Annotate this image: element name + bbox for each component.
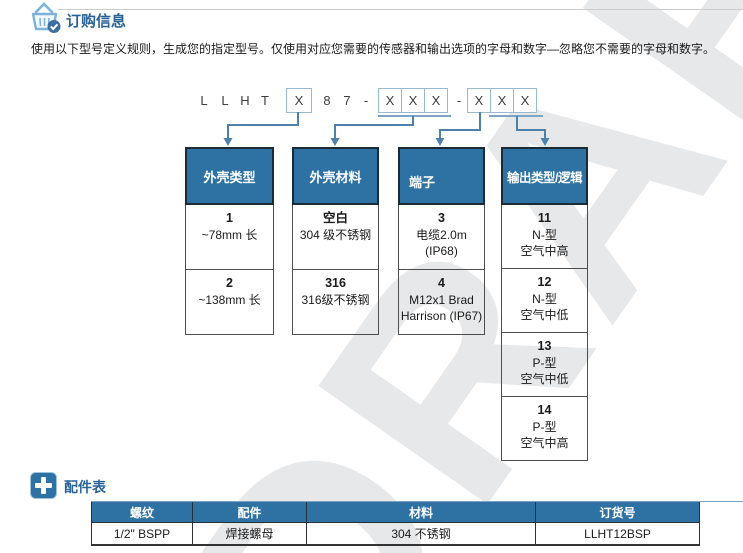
column-termination: 端子 3 电缆2.0m (IP68) 4 M12x1 Brad Harrison… — [398, 147, 485, 335]
model-dash: - — [456, 93, 462, 108]
group1-underline — [378, 115, 451, 117]
option-desc: ~138mm 长 — [198, 292, 261, 307]
option-code: 12 — [537, 275, 552, 289]
table-header-accessory: 配件 — [193, 502, 307, 523]
table-header-thread: 螺纹 — [91, 502, 193, 523]
model-digit: 8 — [323, 93, 331, 108]
option-desc: 304 级不锈钢 — [299, 227, 372, 242]
model-letter: L — [221, 93, 229, 108]
option-cell: 316 316级不锈钢 — [292, 270, 379, 335]
option-desc: (IP68) — [425, 244, 458, 259]
option-desc: 空气中低 — [520, 308, 569, 323]
option-desc: 316级不锈钢 — [301, 292, 370, 307]
option-desc: 空气中高 — [520, 244, 569, 259]
accessories-table: 螺纹 配件 材料 订货号 1/2" BSPP 焊接螺母 304 不锈钢 LLHT… — [91, 502, 700, 546]
option-code: 4 — [438, 276, 445, 290]
option-code: 14 — [537, 403, 552, 417]
model-x-box-housing: X — [286, 88, 312, 113]
option-code: 11 — [537, 211, 552, 225]
table-header-material: 材料 — [307, 502, 536, 523]
option-cell: 13 P-型 空气中低 — [501, 333, 588, 397]
option-desc: N-型 — [532, 291, 557, 306]
option-cell: 2 ~138mm 长 — [185, 270, 274, 335]
section-title-ordering: 订购信息 — [66, 13, 127, 30]
plus-icon — [30, 472, 57, 499]
option-cell: 14 P-型 空气中高 — [501, 397, 588, 461]
section-title-accessories: 配件表 — [64, 479, 106, 495]
table-cell-material: 304 不锈钢 — [307, 523, 536, 546]
table-cell-thread: 1/2" BSPP — [91, 523, 193, 546]
option-desc: N-型 — [532, 227, 557, 242]
option-code: 3 — [438, 211, 445, 225]
model-x-group-2: X X X — [467, 88, 537, 113]
model-letter: H — [240, 93, 250, 108]
option-desc: 空气中高 — [520, 436, 569, 451]
option-cell: 空白 304 级不锈钢 — [292, 205, 379, 270]
model-x-box: X — [425, 88, 448, 113]
column-output-type: 输出类型/逻辑 11 N-型 空气中高 12 N-型 空气中低 13 P-型 空… — [501, 147, 588, 461]
model-x-box: X — [402, 88, 425, 113]
model-x-box: X — [491, 88, 514, 113]
column-header: 端子 — [398, 147, 485, 205]
column-housing-material: 外壳材料 空白 304 级不锈钢 316 316级不锈钢 — [292, 147, 379, 335]
option-desc: ~78mm 长 — [201, 227, 258, 242]
model-letter: L — [200, 93, 208, 108]
table-cell-accessory: 焊接螺母 — [193, 523, 307, 546]
option-desc: Harrison (IP67) — [400, 309, 483, 324]
model-code-row: L L H T X 8 7 - X X X - X X X — [196, 88, 556, 113]
option-cell: 11 N-型 空气中高 — [501, 205, 588, 269]
option-code: 13 — [537, 339, 552, 353]
table-cell-order-number: LLHT12BSP — [536, 523, 700, 546]
header-divider — [58, 9, 743, 10]
model-digit: 7 — [343, 93, 351, 108]
option-desc: M12x1 Brad — [409, 292, 474, 307]
option-code: 1 — [226, 211, 233, 225]
basket-check-icon — [31, 2, 61, 33]
column-header: 外壳材料 — [292, 147, 379, 205]
intro-text: 使用以下型号定义规则，生成您的指定型号。仅使用对应您需要的传感器和输出选项的字母… — [31, 42, 716, 56]
model-x-box: X — [514, 88, 537, 113]
option-code: 2 — [226, 276, 233, 290]
model-x-group-1: X X X — [378, 88, 448, 113]
column-housing-type: 外壳类型 1 ~78mm 长 2 ~138mm 长 — [185, 147, 274, 335]
option-cell: 1 ~78mm 长 — [185, 205, 274, 270]
option-desc: 电缆2.0m — [416, 227, 467, 242]
option-cell: 12 N-型 空气中低 — [501, 269, 588, 333]
option-desc: P-型 — [532, 355, 557, 370]
model-letter: T — [261, 93, 269, 108]
pointer-arrows — [223, 112, 550, 146]
column-header: 输出类型/逻辑 — [501, 147, 588, 205]
table-header-order-number: 订货号 — [536, 502, 700, 523]
option-cell: 3 电缆2.0m (IP68) — [398, 205, 485, 270]
option-desc: P-型 — [532, 419, 557, 434]
column-header: 外壳类型 — [185, 147, 274, 205]
option-code: 空白 — [322, 211, 348, 225]
model-dash: - — [363, 93, 369, 108]
model-x-box: X — [467, 88, 491, 113]
option-cell: 4 M12x1 Brad Harrison (IP67) — [398, 270, 485, 335]
model-x-box: X — [378, 88, 402, 113]
table-top-rule — [91, 501, 743, 502]
option-desc: 空气中低 — [520, 372, 569, 387]
option-code: 316 — [325, 276, 346, 290]
